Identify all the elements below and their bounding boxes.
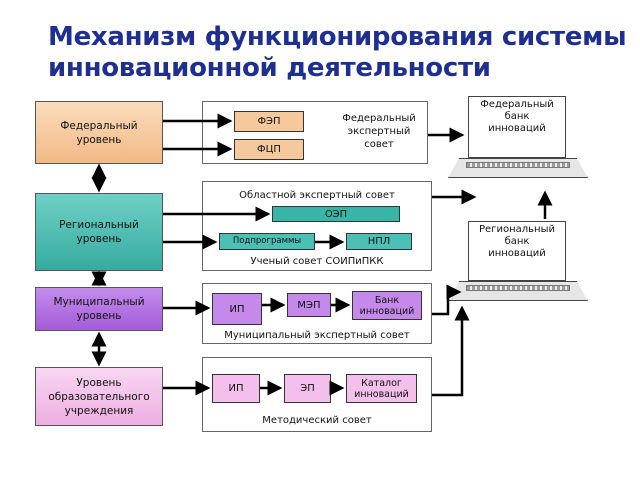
level-regional: Региональный уровень <box>35 193 163 271</box>
regional-bank-laptop-keyboard <box>466 285 570 291</box>
level-federal-label: Федеральный уровень <box>60 119 138 146</box>
level-regional-label: Региональный уровень <box>59 219 139 245</box>
federal-council-label: Федеральный экспертный совет <box>342 113 416 150</box>
regional-bank-label: Региональный банк инноваций <box>479 224 555 259</box>
regional-council-frame <box>202 181 432 271</box>
subprograms-box: Подпрограммы <box>219 233 315 250</box>
federal-bank-laptop-base <box>448 158 588 178</box>
mep-box: МЭП <box>287 293 331 317</box>
federal-bank-laptop-keyboard <box>466 162 570 168</box>
level-institution-label: Уровень образовательного учреждения <box>48 376 150 417</box>
level-municipal-label: Муниципальный уровень <box>53 296 145 322</box>
arrow-methodical-council-to-regional-bank <box>432 305 470 397</box>
catalog-box: Каталог инноваций <box>346 374 417 403</box>
npl-box: НПЛ <box>346 233 412 250</box>
federal-bank-label: Федеральный банк инноваций <box>480 99 554 134</box>
regional-council-top-label: Областной экспертный совет <box>239 190 395 201</box>
institution-ip-box: ИП <box>212 374 260 403</box>
fep-box: ФЭП <box>234 111 304 132</box>
page-title: Механизм функционирования системы иннова… <box>48 22 627 83</box>
federal-bank-laptop-screen: Федеральный банк инноваций <box>468 96 566 158</box>
regional-bank-laptop-screen: Региональный банк инноваций <box>468 221 566 281</box>
municipal-council-label: Муниципальный экспертный совет <box>224 330 410 341</box>
regional-bank-laptop-base <box>448 281 588 301</box>
ep-box: ЭП <box>284 374 331 403</box>
oep-box: ОЭП <box>272 206 400 222</box>
level-institution: Уровень образовательного учреждения <box>35 367 163 426</box>
methodical-council-label: Методический совет <box>262 415 372 426</box>
level-federal: Федеральный уровень <box>35 101 163 164</box>
municipal-ip-box: ИП <box>212 293 262 325</box>
innovation-bank-box: Банк инноваций <box>352 291 422 320</box>
regional-council-bottom-label: Ученый совет СОИПиПКК <box>250 256 384 267</box>
fcp-box: ФЦП <box>234 139 304 160</box>
level-municipal: Муниципальный уровень <box>35 287 163 331</box>
